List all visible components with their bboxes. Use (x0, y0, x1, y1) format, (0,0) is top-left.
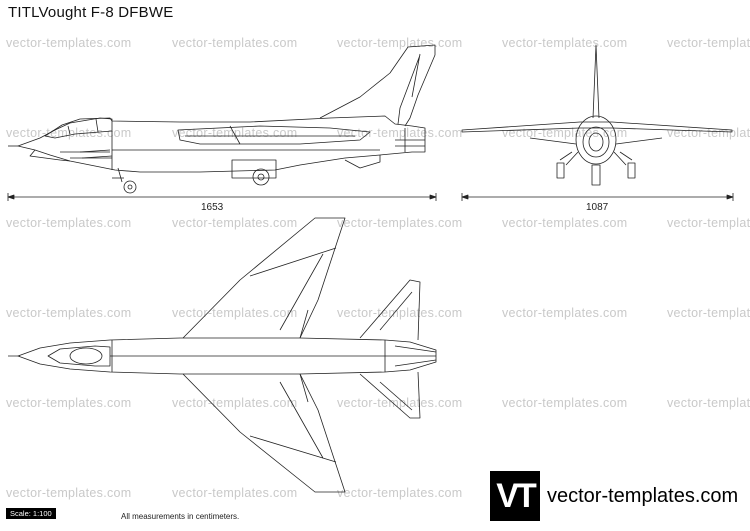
top-wing-right-detail (249, 373, 337, 463)
side-wing (177, 125, 371, 145)
top-wing-left (182, 217, 346, 339)
length-dimension-label: 1653 (201, 202, 224, 213)
top-view (8, 217, 437, 493)
brand-text: vector-templates.com (547, 485, 739, 507)
span-dimension-label: 1087 (586, 202, 609, 213)
side-canopy (44, 117, 113, 139)
front-stabilizer (529, 137, 663, 145)
brand-logo: VT (490, 471, 540, 521)
side-ventral-fin (344, 155, 381, 169)
length-dimension-line (7, 193, 437, 201)
front-fin (592, 44, 600, 119)
top-stabilizer-left (359, 279, 421, 341)
span-arrows (461, 194, 734, 200)
side-missile (79, 149, 113, 159)
front-view (461, 44, 733, 186)
top-exhaust (394, 345, 437, 367)
side-rudder (397, 53, 421, 125)
side-chin-intake (29, 149, 71, 162)
top-panel-lines (8, 340, 436, 372)
side-main-gear (231, 159, 277, 186)
front-intake (582, 126, 610, 158)
side-canopy-frame (67, 118, 99, 135)
top-stabilizer-right-detail (379, 381, 413, 411)
side-nose-gear (112, 167, 137, 194)
side-panel-lines (60, 131, 380, 170)
front-wing (461, 121, 733, 133)
side-wing-detail (185, 125, 355, 145)
page-title: TITLVought F-8 DFBWE (8, 4, 174, 21)
top-wing-left-detail (249, 247, 337, 339)
top-canopy-glass (69, 347, 103, 365)
top-stabilizer-left-detail (379, 291, 413, 331)
dimension-lines (7, 193, 734, 201)
top-stabilizer-right (359, 371, 421, 419)
front-intake-inner (588, 132, 604, 152)
top-canopy (47, 345, 111, 367)
scale-badge: Scale: 1:100 (6, 508, 56, 519)
measurement-note: All measurements in centimeters. (121, 512, 240, 521)
front-fuselage (575, 115, 617, 165)
side-exhaust (395, 128, 425, 152)
length-arrows (7, 194, 437, 200)
front-gear (556, 151, 636, 186)
top-wing-right (182, 373, 346, 493)
side-view (8, 44, 436, 194)
span-dimension-line (461, 193, 734, 201)
side-vertical-tail (319, 44, 436, 127)
